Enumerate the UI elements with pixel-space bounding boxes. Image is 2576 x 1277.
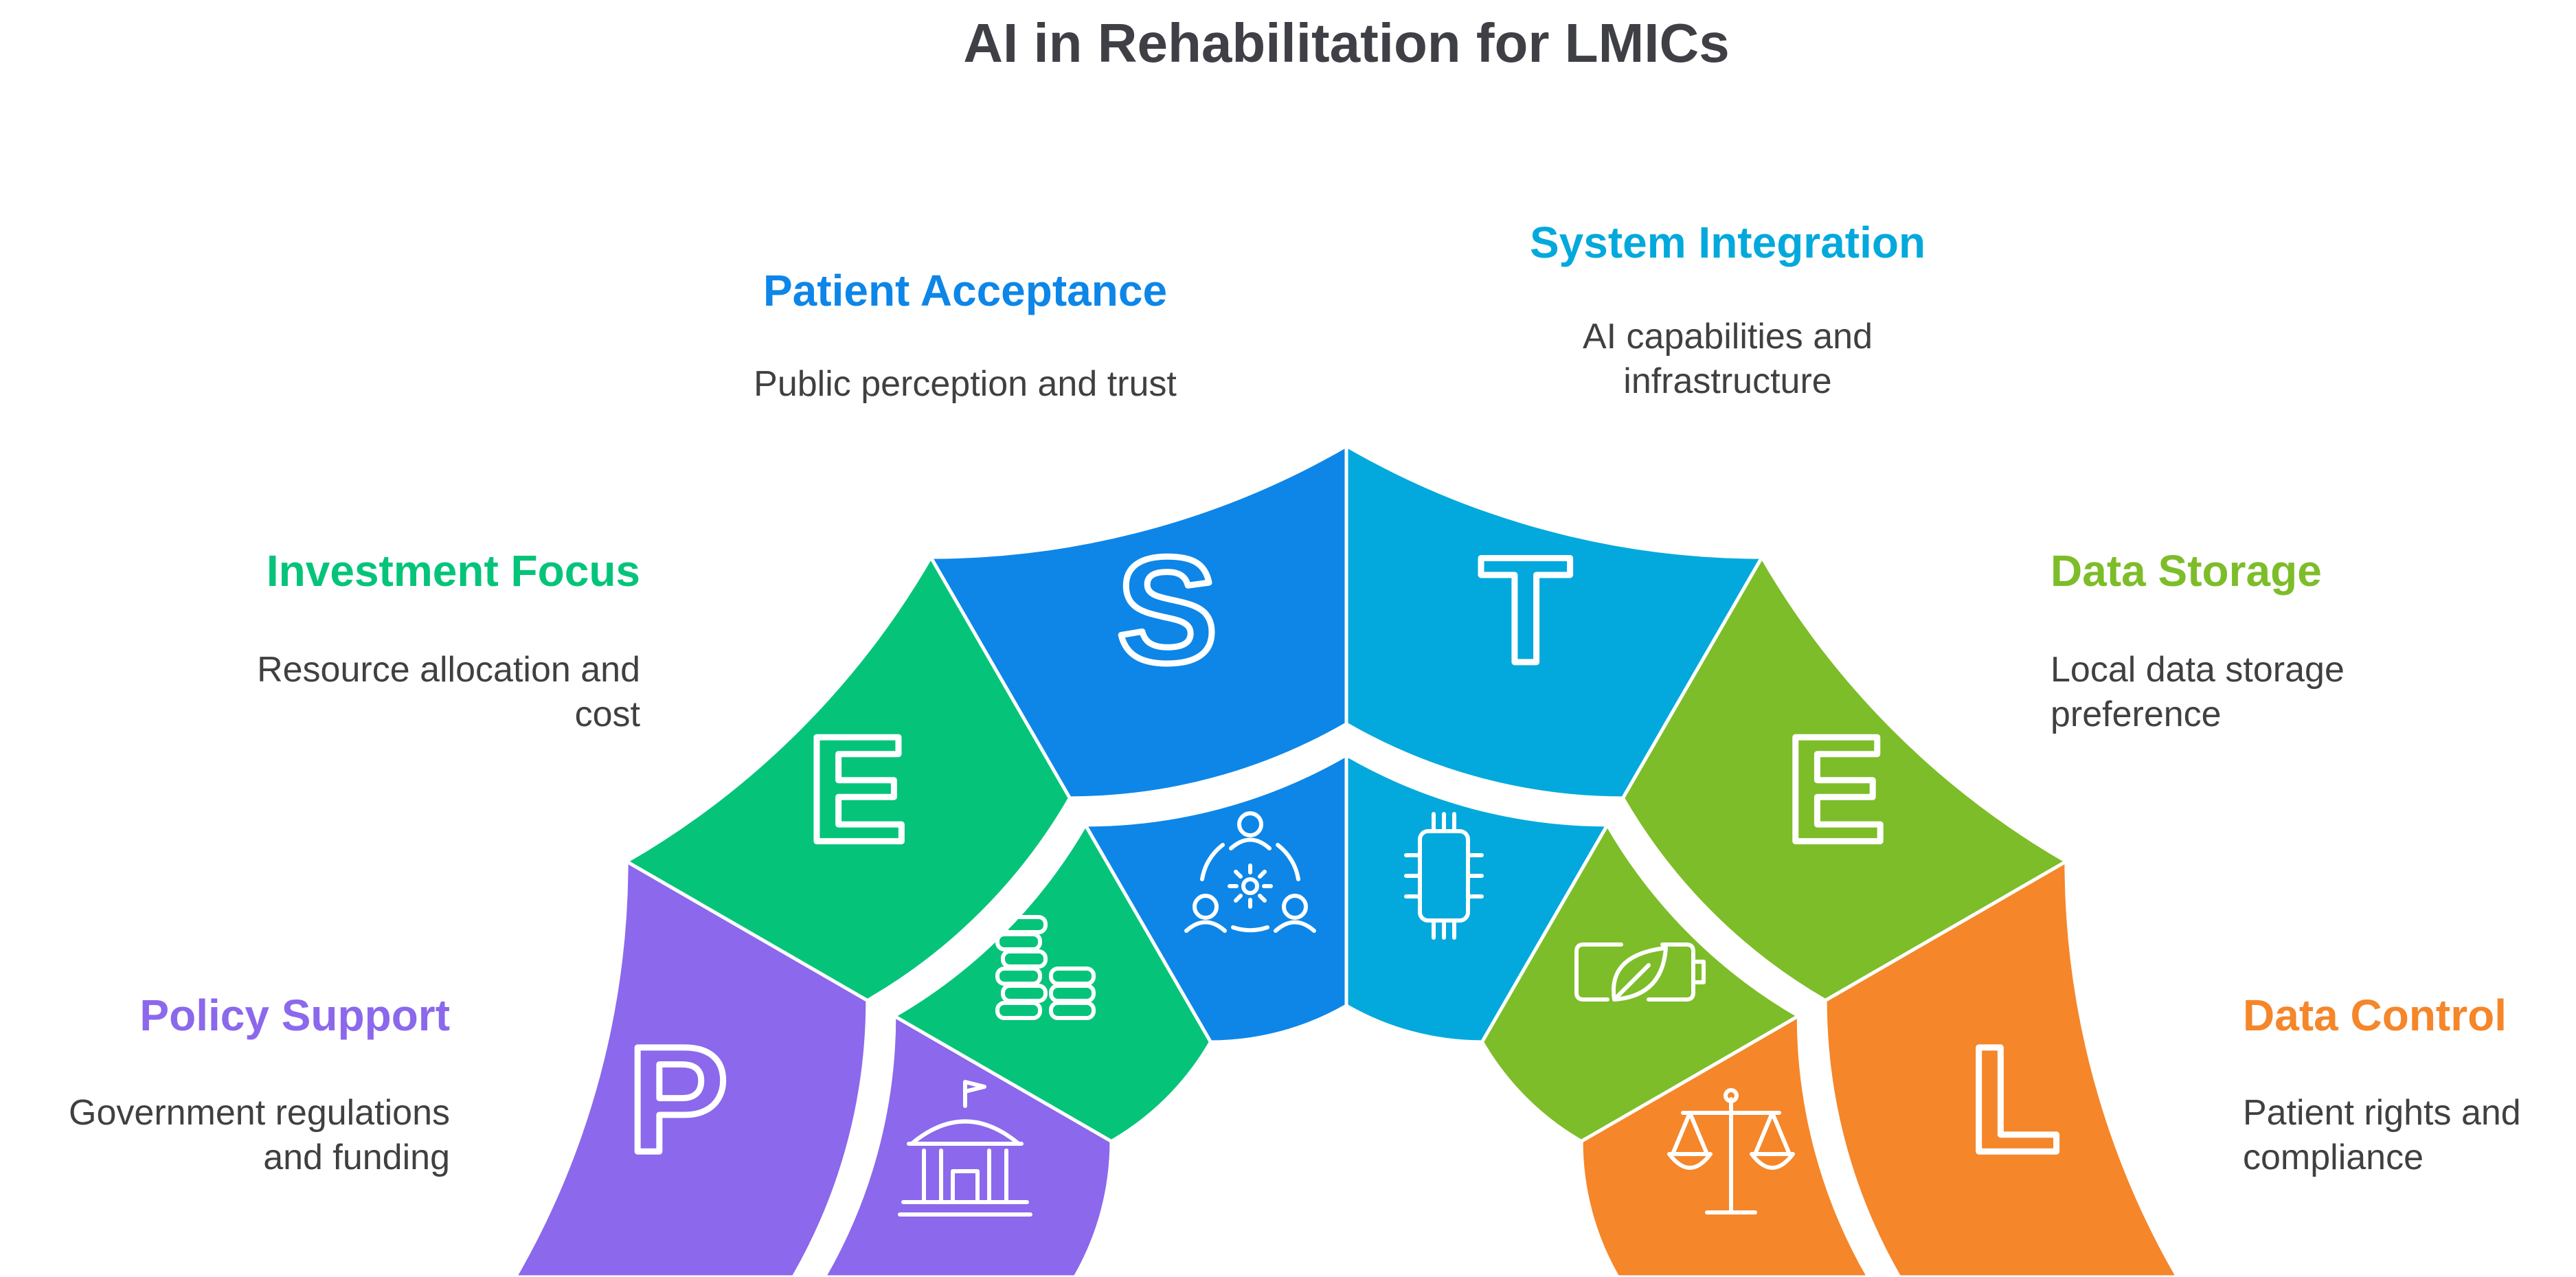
label-investment-focus: Investment Focus Resource allocation and… bbox=[257, 546, 640, 734]
label-data-storage: Data Storage Local data storage preferen… bbox=[2050, 546, 2345, 734]
label-patient-acceptance: Patient Acceptance Public perception and… bbox=[754, 266, 1177, 404]
label-desc-line-2: infrastructure bbox=[1623, 361, 1831, 401]
label-desc-line-1: AI capabilities and bbox=[1583, 317, 1873, 357]
label-system-integration: System Integration AI capabilities and i… bbox=[1530, 218, 1925, 401]
label-desc-line-1: Local data storage bbox=[2050, 650, 2345, 690]
outer-ring bbox=[513, 442, 2180, 1277]
people-gear-icon bbox=[1184, 811, 1316, 933]
microchip-icon bbox=[1404, 812, 1484, 940]
label-title: Policy Support bbox=[139, 991, 450, 1040]
inner-segment-social bbox=[1082, 751, 1348, 1044]
label-desc-line-1: Government regulations bbox=[69, 1093, 450, 1133]
label-title: Patient Acceptance bbox=[763, 266, 1167, 315]
label-title: System Integration bbox=[1530, 218, 1925, 267]
label-desc-line-2: and funding bbox=[263, 1138, 450, 1177]
segment-letter-t: T bbox=[1480, 526, 1572, 694]
segment-letter-s: S bbox=[1117, 526, 1218, 694]
label-title: Data Control bbox=[2243, 991, 2507, 1040]
label-policy-support: Policy Support Government regulations an… bbox=[69, 991, 450, 1177]
label-desc-line-1: Resource allocation and bbox=[257, 650, 640, 690]
segment-letter-e-economic: E bbox=[806, 705, 907, 874]
letters: P E S T E L bbox=[624, 522, 2064, 1186]
label-title: Investment Focus bbox=[267, 546, 640, 596]
inner-segment-legal bbox=[1579, 1013, 1871, 1277]
label-desc-line-2: preference bbox=[2050, 694, 2222, 734]
scales-icon bbox=[1667, 1088, 1795, 1214]
eco-battery-icon bbox=[1574, 942, 1706, 1002]
label-data-control: Data Control Patient rights and complian… bbox=[2243, 991, 2521, 1177]
coin-stacks-icon bbox=[995, 915, 1096, 1020]
segment-letter-e-environmental: E bbox=[1785, 705, 1886, 874]
segment-letter-l: L bbox=[1969, 1015, 2061, 1184]
label-desc-line-2: cost bbox=[575, 694, 641, 734]
inner-segment-policy bbox=[822, 1013, 1114, 1277]
inner-segment-environmental bbox=[1480, 821, 1803, 1144]
label-desc-line-1: Patient rights and bbox=[2243, 1093, 2521, 1133]
outer-segment-legal bbox=[1823, 858, 2180, 1277]
label-desc-line-1: Public perception and trust bbox=[754, 364, 1177, 404]
label-desc-line-2: compliance bbox=[2243, 1138, 2424, 1177]
label-title: Data Storage bbox=[2050, 546, 2322, 596]
government-building-icon bbox=[898, 1080, 1032, 1217]
segment-letter-p: P bbox=[627, 1015, 728, 1184]
diagram-title: AI in Rehabilitation for LMICs bbox=[963, 12, 1730, 74]
